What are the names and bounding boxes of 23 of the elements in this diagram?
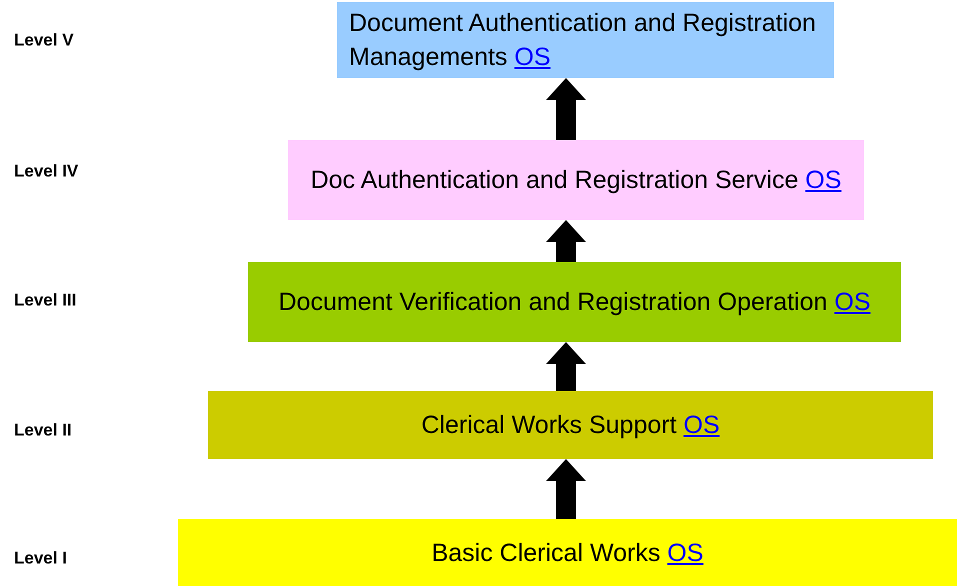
level-title: Basic Clerical Works OS [430,538,704,568]
level-box [178,519,957,586]
level-box [248,262,901,342]
level-title: Doc Authentication and Registration Service OS [310,165,842,196]
os-link: OS [667,538,704,566]
level-label: Level III [14,289,76,312]
os-link: OS [805,166,842,194]
level-title: Document Authentication and Registration Managements OS [348,8,817,73]
block-arrow [546,342,586,391]
level-title: Clerical Works Support OS [420,410,721,441]
os-link: OS [684,411,720,439]
level-box [208,391,933,459]
os-link: OS [834,288,870,316]
level-box [337,2,834,78]
block-arrow [546,78,586,140]
level-label: Level IV [14,160,78,182]
level-box [288,140,864,220]
block-arrow [546,220,586,262]
level-label: Level I [14,547,67,570]
level-label: Level V [14,29,74,52]
level-title: Document Verification and Registration Operation OS [278,287,872,318]
level-label: Level II [14,419,72,442]
os-link: OS [514,43,551,71]
